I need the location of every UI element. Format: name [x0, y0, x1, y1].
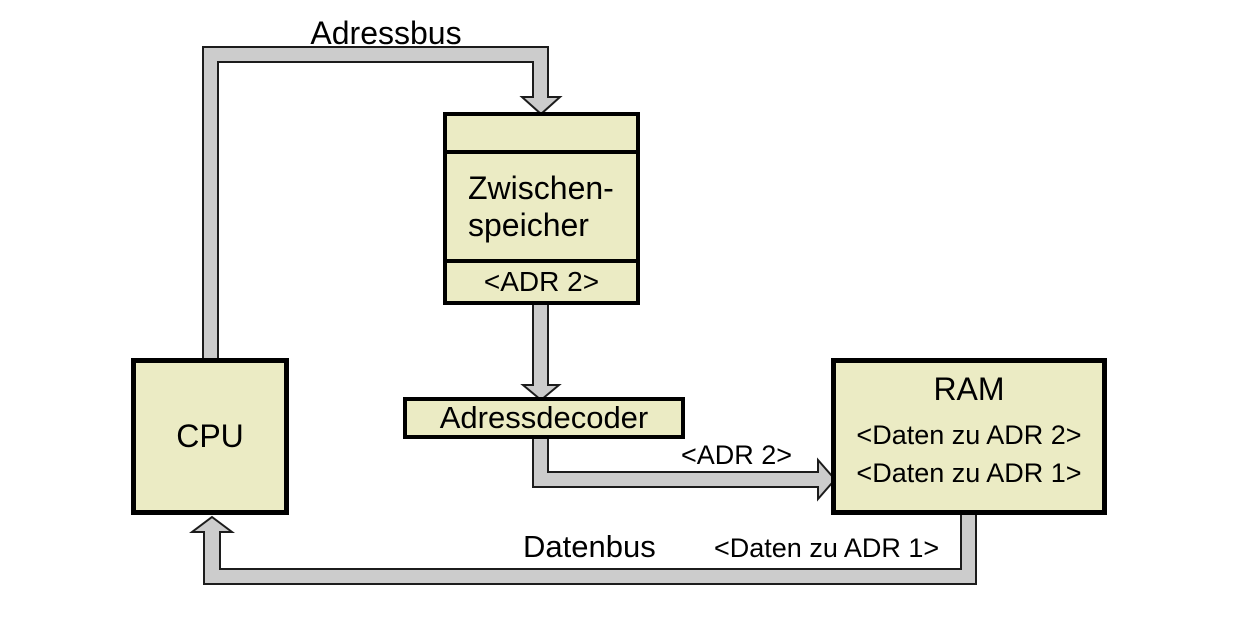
cpu-box: CPU [131, 358, 289, 515]
adr2-flow-label: <ADR 2> [681, 440, 793, 470]
ram-label: RAM [933, 371, 1005, 407]
adressdecoder-box: Adressdecoder [403, 397, 685, 439]
decoder-to-ram-pipe [532, 434, 837, 502]
zwischenspeicher-adr-value: <ADR 2> [483, 266, 600, 297]
zwischenspeicher-label-line1: Zwischen- [468, 169, 614, 206]
ram-data-row-adr2: <Daten zu ADR 2> [856, 420, 1082, 450]
zwischenspeicher-adr-slot: <ADR 2> [447, 259, 636, 301]
cpu-label: CPU [176, 418, 244, 454]
datenbus-label: Datenbus [523, 529, 656, 564]
ram-data-row-adr1: <Daten zu ADR 1> [856, 458, 1082, 488]
ram-box: RAM <Daten zu ADR 2> <Daten zu ADR 1> [831, 358, 1107, 515]
zwischenspeicher-label: Zwischen- speicher [447, 154, 636, 259]
zwischenspeicher-empty-slot [447, 116, 636, 154]
zwischenspeicher-box: Zwischen- speicher <ADR 2> [443, 112, 640, 305]
buffer-to-decoder-pipe [520, 300, 562, 402]
daten-zu-adr1-flow-label: <Daten zu ADR 1> [714, 533, 940, 563]
adressdecoder-label: Adressdecoder [439, 400, 649, 435]
adressbus-label: Adressbus [310, 15, 462, 51]
adressbus-pipe [202, 46, 563, 363]
zwischenspeicher-label-line2: speicher [468, 206, 589, 243]
